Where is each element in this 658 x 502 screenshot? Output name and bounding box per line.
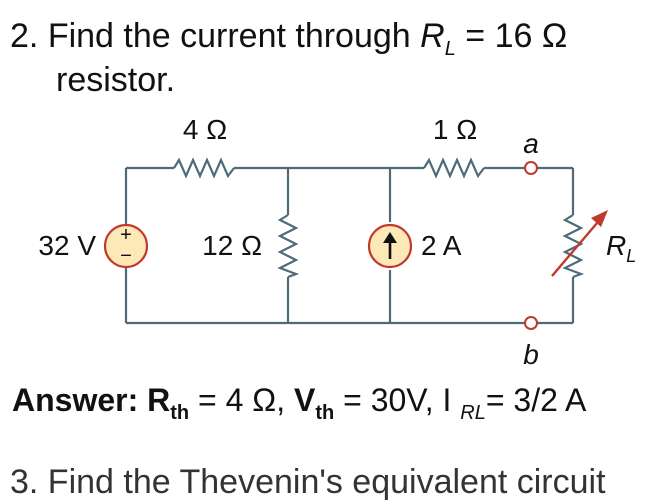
resistor-12ohm-label: 12 Ω xyxy=(202,230,262,261)
terminal-b-node xyxy=(524,316,538,330)
current-arrowhead-icon xyxy=(383,232,397,243)
voltage-source-plus: + xyxy=(120,224,132,246)
variable-arrowhead-icon xyxy=(591,210,608,227)
resistor-rl xyxy=(562,214,585,279)
rth-value: = 4 Ω, xyxy=(198,382,286,418)
resistor-4ohm xyxy=(173,157,235,179)
rl-label: RL xyxy=(606,230,636,266)
terminal-a-label: a xyxy=(523,128,539,159)
rl-value: = 16 Ω xyxy=(465,17,568,55)
rl-label-letter: R xyxy=(606,230,626,261)
irl-subscript: RL xyxy=(460,402,486,424)
resistor-4ohm-label: 4 Ω xyxy=(183,114,227,145)
variable-arrow-icon xyxy=(551,215,604,277)
voltage-source-label: 32 V xyxy=(38,230,96,261)
problem-number: 2. xyxy=(10,17,39,55)
rth-letter: R xyxy=(147,382,171,418)
rl-subscript: L xyxy=(444,38,456,60)
answer-label: Answer: xyxy=(12,382,139,418)
vth-subscript: th xyxy=(315,402,335,424)
circuit-diagram: + − 4 Ω 1 Ω a b 32 V 12 Ω 2 A RL xyxy=(38,114,636,370)
problem-statement-line2: resistor. xyxy=(56,60,175,100)
next-problem-partial: 3. Find the Thevenin's equivalent circui… xyxy=(10,463,606,501)
problem-text-line2: resistor. xyxy=(56,61,176,99)
rl-letter: R xyxy=(420,17,445,55)
resistor-1ohm xyxy=(423,157,485,179)
voltage-source xyxy=(103,223,149,269)
rth-subscript: th xyxy=(170,402,190,424)
answer-line: Answer: Rth = 4 Ω, Vth = 30V, I RL= 3/2 … xyxy=(12,380,586,425)
problem-text: Find the current through xyxy=(47,17,411,55)
circuit-wires xyxy=(124,166,575,325)
resistor-1ohm-label: 1 Ω xyxy=(433,114,477,145)
rl-label-subscript: L xyxy=(626,246,636,266)
voltage-source-minus: − xyxy=(120,245,132,267)
vth-value: = 30V, I xyxy=(343,382,452,418)
problem-statement-line1: 2. Find the current through RL = 16 Ω xyxy=(10,16,567,61)
current-source-label: 2 A xyxy=(421,230,462,261)
vth-letter: V xyxy=(294,382,316,418)
terminal-b-label: b xyxy=(523,339,539,370)
irl-value: = 3/2 A xyxy=(485,382,587,418)
resistor-12ohm xyxy=(277,214,300,279)
terminal-a-node xyxy=(524,161,538,175)
